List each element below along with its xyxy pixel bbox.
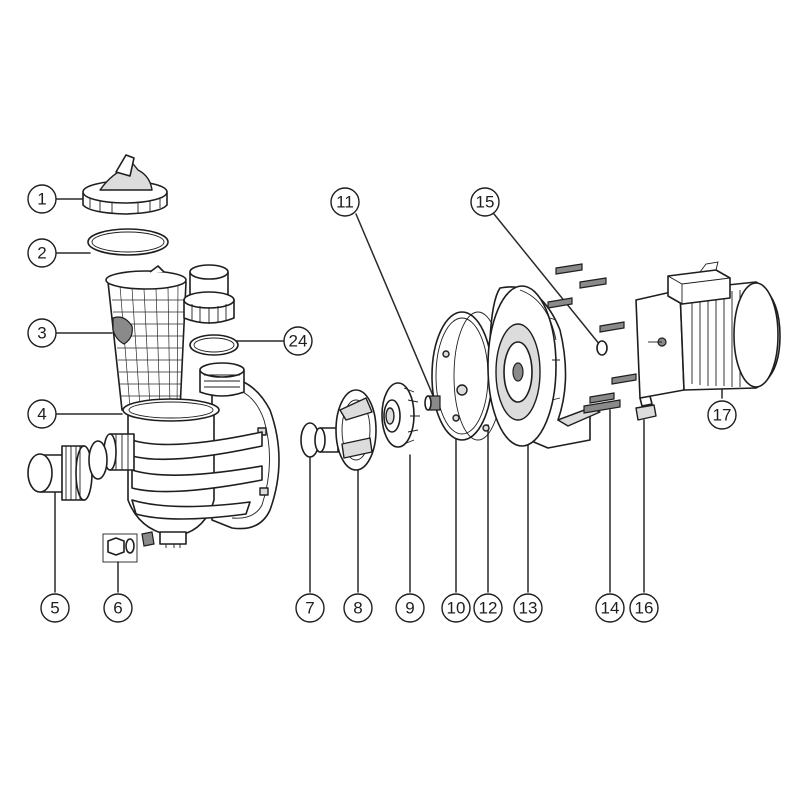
part-9-impeller <box>381 382 420 448</box>
svg-text:17: 17 <box>713 406 732 425</box>
callout-11: 11 <box>330 187 360 217</box>
svg-text:8: 8 <box>353 599 362 618</box>
part-4-pump-body <box>103 362 280 548</box>
part-1-lid <box>82 154 168 215</box>
svg-text:16: 16 <box>635 599 654 618</box>
callout-9: 9 <box>395 593 425 623</box>
callout-4: 4 <box>27 399 57 429</box>
part-11-mechanical-seal <box>424 395 441 411</box>
part-24-o-ring <box>189 334 239 356</box>
callout-24: 24 <box>283 326 313 356</box>
svg-text:12: 12 <box>479 599 498 618</box>
part-6-drain-plug <box>102 533 138 563</box>
callout-10: 10 <box>441 593 471 623</box>
leader-lines <box>54 198 723 593</box>
part-15-bolts <box>547 263 637 404</box>
part-24-union-tail <box>183 264 235 324</box>
part-10-seal-plate <box>431 311 493 441</box>
svg-text:14: 14 <box>601 599 620 618</box>
callout-13: 13 <box>513 593 543 623</box>
svg-text:4: 4 <box>37 405 46 424</box>
callout-16: 16 <box>629 593 659 623</box>
callout-12: 12 <box>473 593 503 623</box>
part-2-o-ring <box>87 228 169 256</box>
part-5-union <box>27 445 93 501</box>
callout-2: 2 <box>27 238 57 268</box>
svg-text:2: 2 <box>37 244 46 263</box>
part-13-motor-bracket <box>487 285 601 449</box>
part-14-bolts <box>583 399 621 414</box>
callout-3: 3 <box>27 318 57 348</box>
callout-6: 6 <box>103 593 133 623</box>
callout-17: 17 <box>707 400 737 430</box>
svg-text:15: 15 <box>476 193 495 212</box>
svg-text:24: 24 <box>289 332 308 351</box>
part-5-o-ring <box>88 440 108 480</box>
svg-text:5: 5 <box>50 599 59 618</box>
callout-15: 15 <box>470 187 500 217</box>
svg-text:13: 13 <box>519 599 538 618</box>
svg-text:9: 9 <box>405 599 414 618</box>
part-16-shaft-key <box>635 395 657 421</box>
svg-text:3: 3 <box>37 324 46 343</box>
svg-text:7: 7 <box>305 599 314 618</box>
svg-text:6: 6 <box>113 599 122 618</box>
callout-5: 5 <box>40 593 70 623</box>
callout-1: 1 <box>27 184 57 214</box>
svg-text:1: 1 <box>37 190 46 209</box>
part-8-diffuser <box>314 389 377 471</box>
part-3-basket <box>105 265 187 411</box>
part-17-motor <box>635 261 781 399</box>
callout-7: 7 <box>295 593 325 623</box>
svg-text:10: 10 <box>447 599 466 618</box>
callout-8: 8 <box>343 593 373 623</box>
svg-text:11: 11 <box>336 193 354 212</box>
callout-14: 14 <box>595 593 625 623</box>
